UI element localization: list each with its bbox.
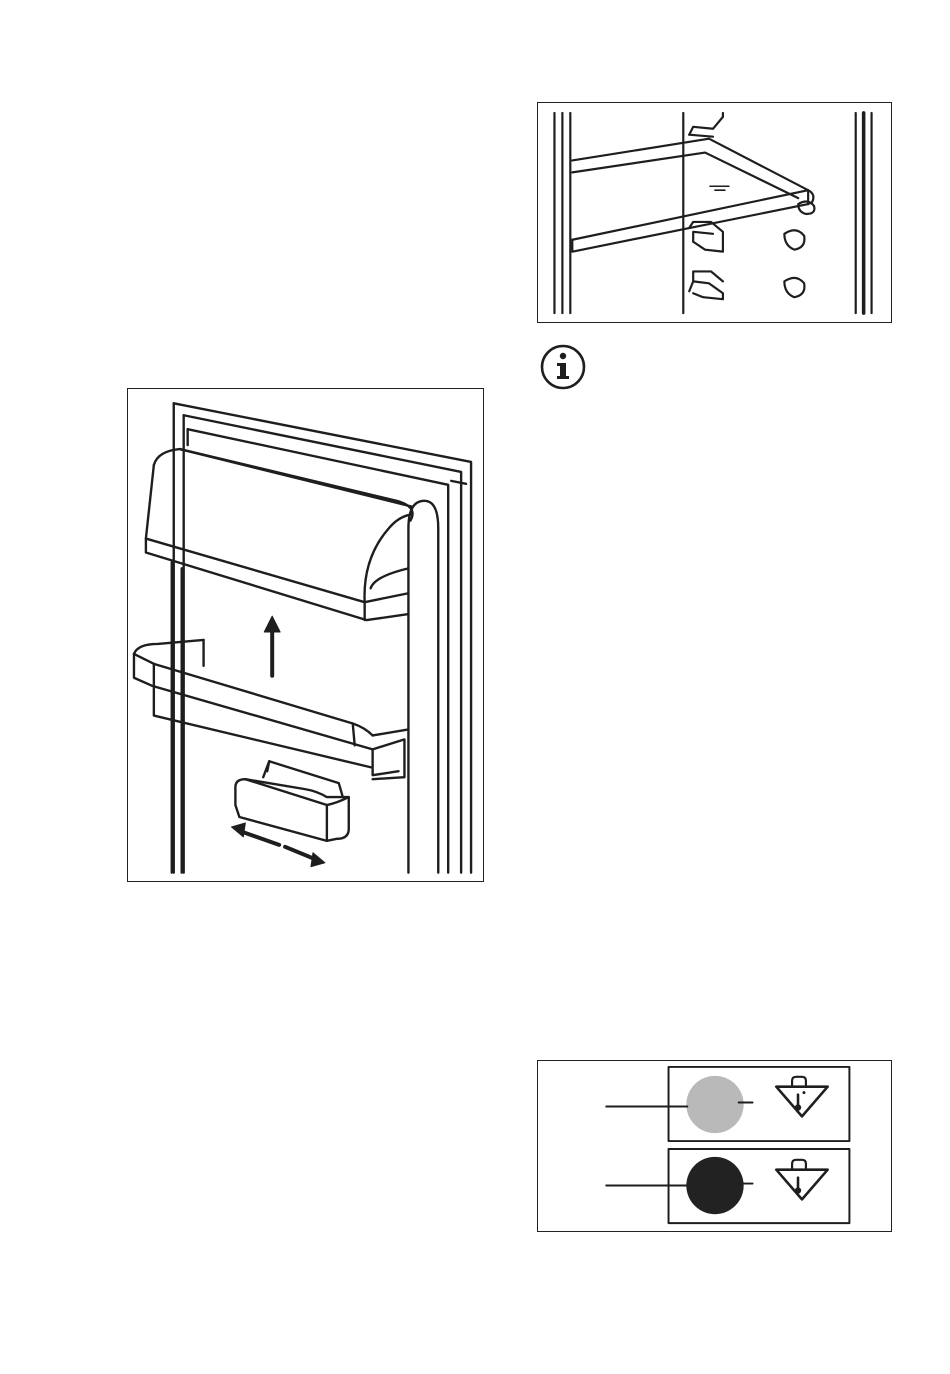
temperature-indicator-illustration [538, 1061, 891, 1231]
indicator-dark-dot [686, 1157, 743, 1214]
temperature-indicator-figure [537, 1060, 892, 1232]
info-icon-graphic [540, 344, 586, 390]
thermometer-drop-icon [776, 1087, 827, 1117]
info-icon [540, 344, 586, 390]
glass-shelf-illustration [538, 103, 891, 322]
glass-shelf-figure [537, 102, 892, 323]
door-shelf-figure [127, 388, 484, 882]
indicator-light-dot [686, 1076, 743, 1133]
door-shelf-illustration [128, 389, 483, 881]
thermometer-drop-icon [776, 1170, 827, 1200]
